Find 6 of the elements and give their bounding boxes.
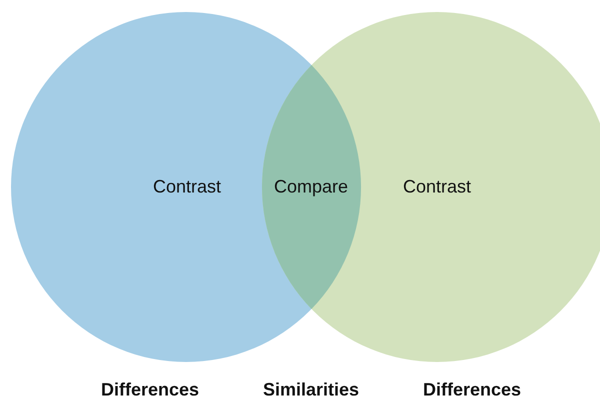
category-caption: Differences [422,380,522,400]
category-caption: Similarities [262,380,360,400]
region-label: Contrast [152,176,222,198]
region-label: Contrast [402,176,472,198]
region-label: Compare [274,176,348,198]
category-caption: Differences [100,380,200,400]
